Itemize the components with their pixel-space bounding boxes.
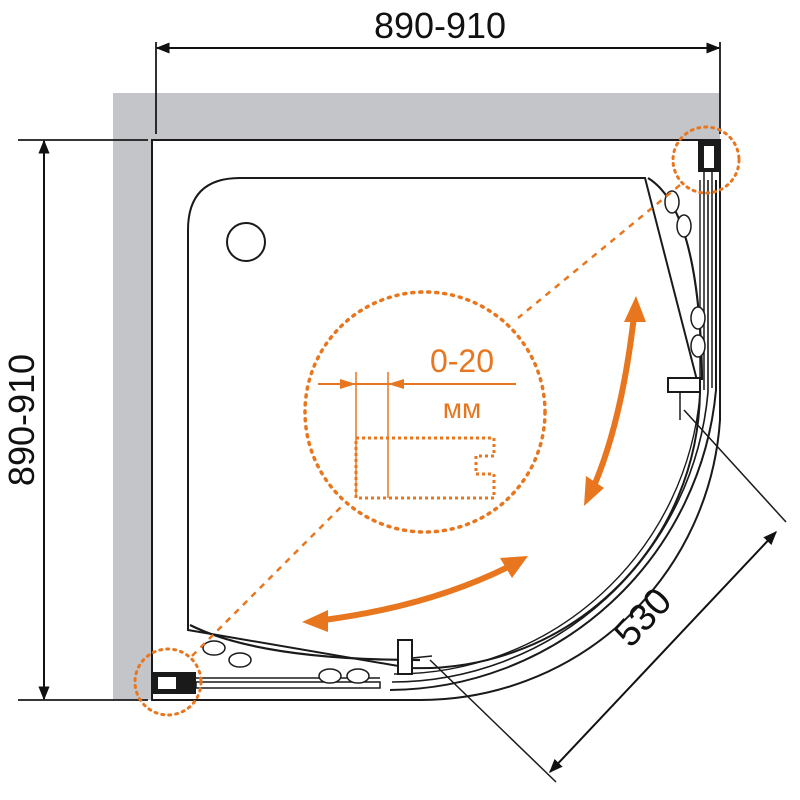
detail-callout-circle: [303, 290, 547, 534]
sliding-door-bottom: [189, 624, 421, 662]
rail-right: [703, 172, 713, 390]
door-arrow-bottom-head-right: [500, 556, 528, 578]
door-arrow-right-arc: [591, 313, 637, 489]
callout-circle-bottom-left: [133, 647, 203, 717]
top-dimension-label: 890-910: [374, 5, 506, 46]
opening-ext-lower: [429, 659, 557, 783]
door-arrow-bottom-arc: [321, 563, 513, 623]
handle-bottom-mark: [411, 655, 433, 659]
door-arrow-right-head-top: [624, 296, 646, 322]
rail-bar-bottom: [195, 681, 381, 689]
rollers-right: [664, 190, 706, 358]
wall-profile-section: [354, 436, 496, 500]
adjustment-range-label: 0-20: [430, 343, 494, 379]
opening-ext-upper: [683, 409, 787, 523]
opening-dimension-line: [549, 530, 777, 774]
door-handle-right: [667, 377, 701, 393]
adjustment-unit-label: мм: [443, 393, 482, 424]
door-handle-bottom: [397, 639, 413, 675]
door-arrow-bottom-head-left: [302, 610, 328, 632]
drain: [226, 222, 266, 262]
adjustment-detail: [318, 372, 516, 500]
left-dimension-label: 890-910: [1, 354, 42, 486]
callout-circle-top-right: [671, 125, 741, 195]
door-arrow-right-head-bottom: [584, 476, 604, 506]
wall-profile-right-inner: [704, 146, 714, 168]
rollers-bottom: [202, 640, 370, 684]
wall-profile-bottom-inner: [158, 677, 176, 689]
